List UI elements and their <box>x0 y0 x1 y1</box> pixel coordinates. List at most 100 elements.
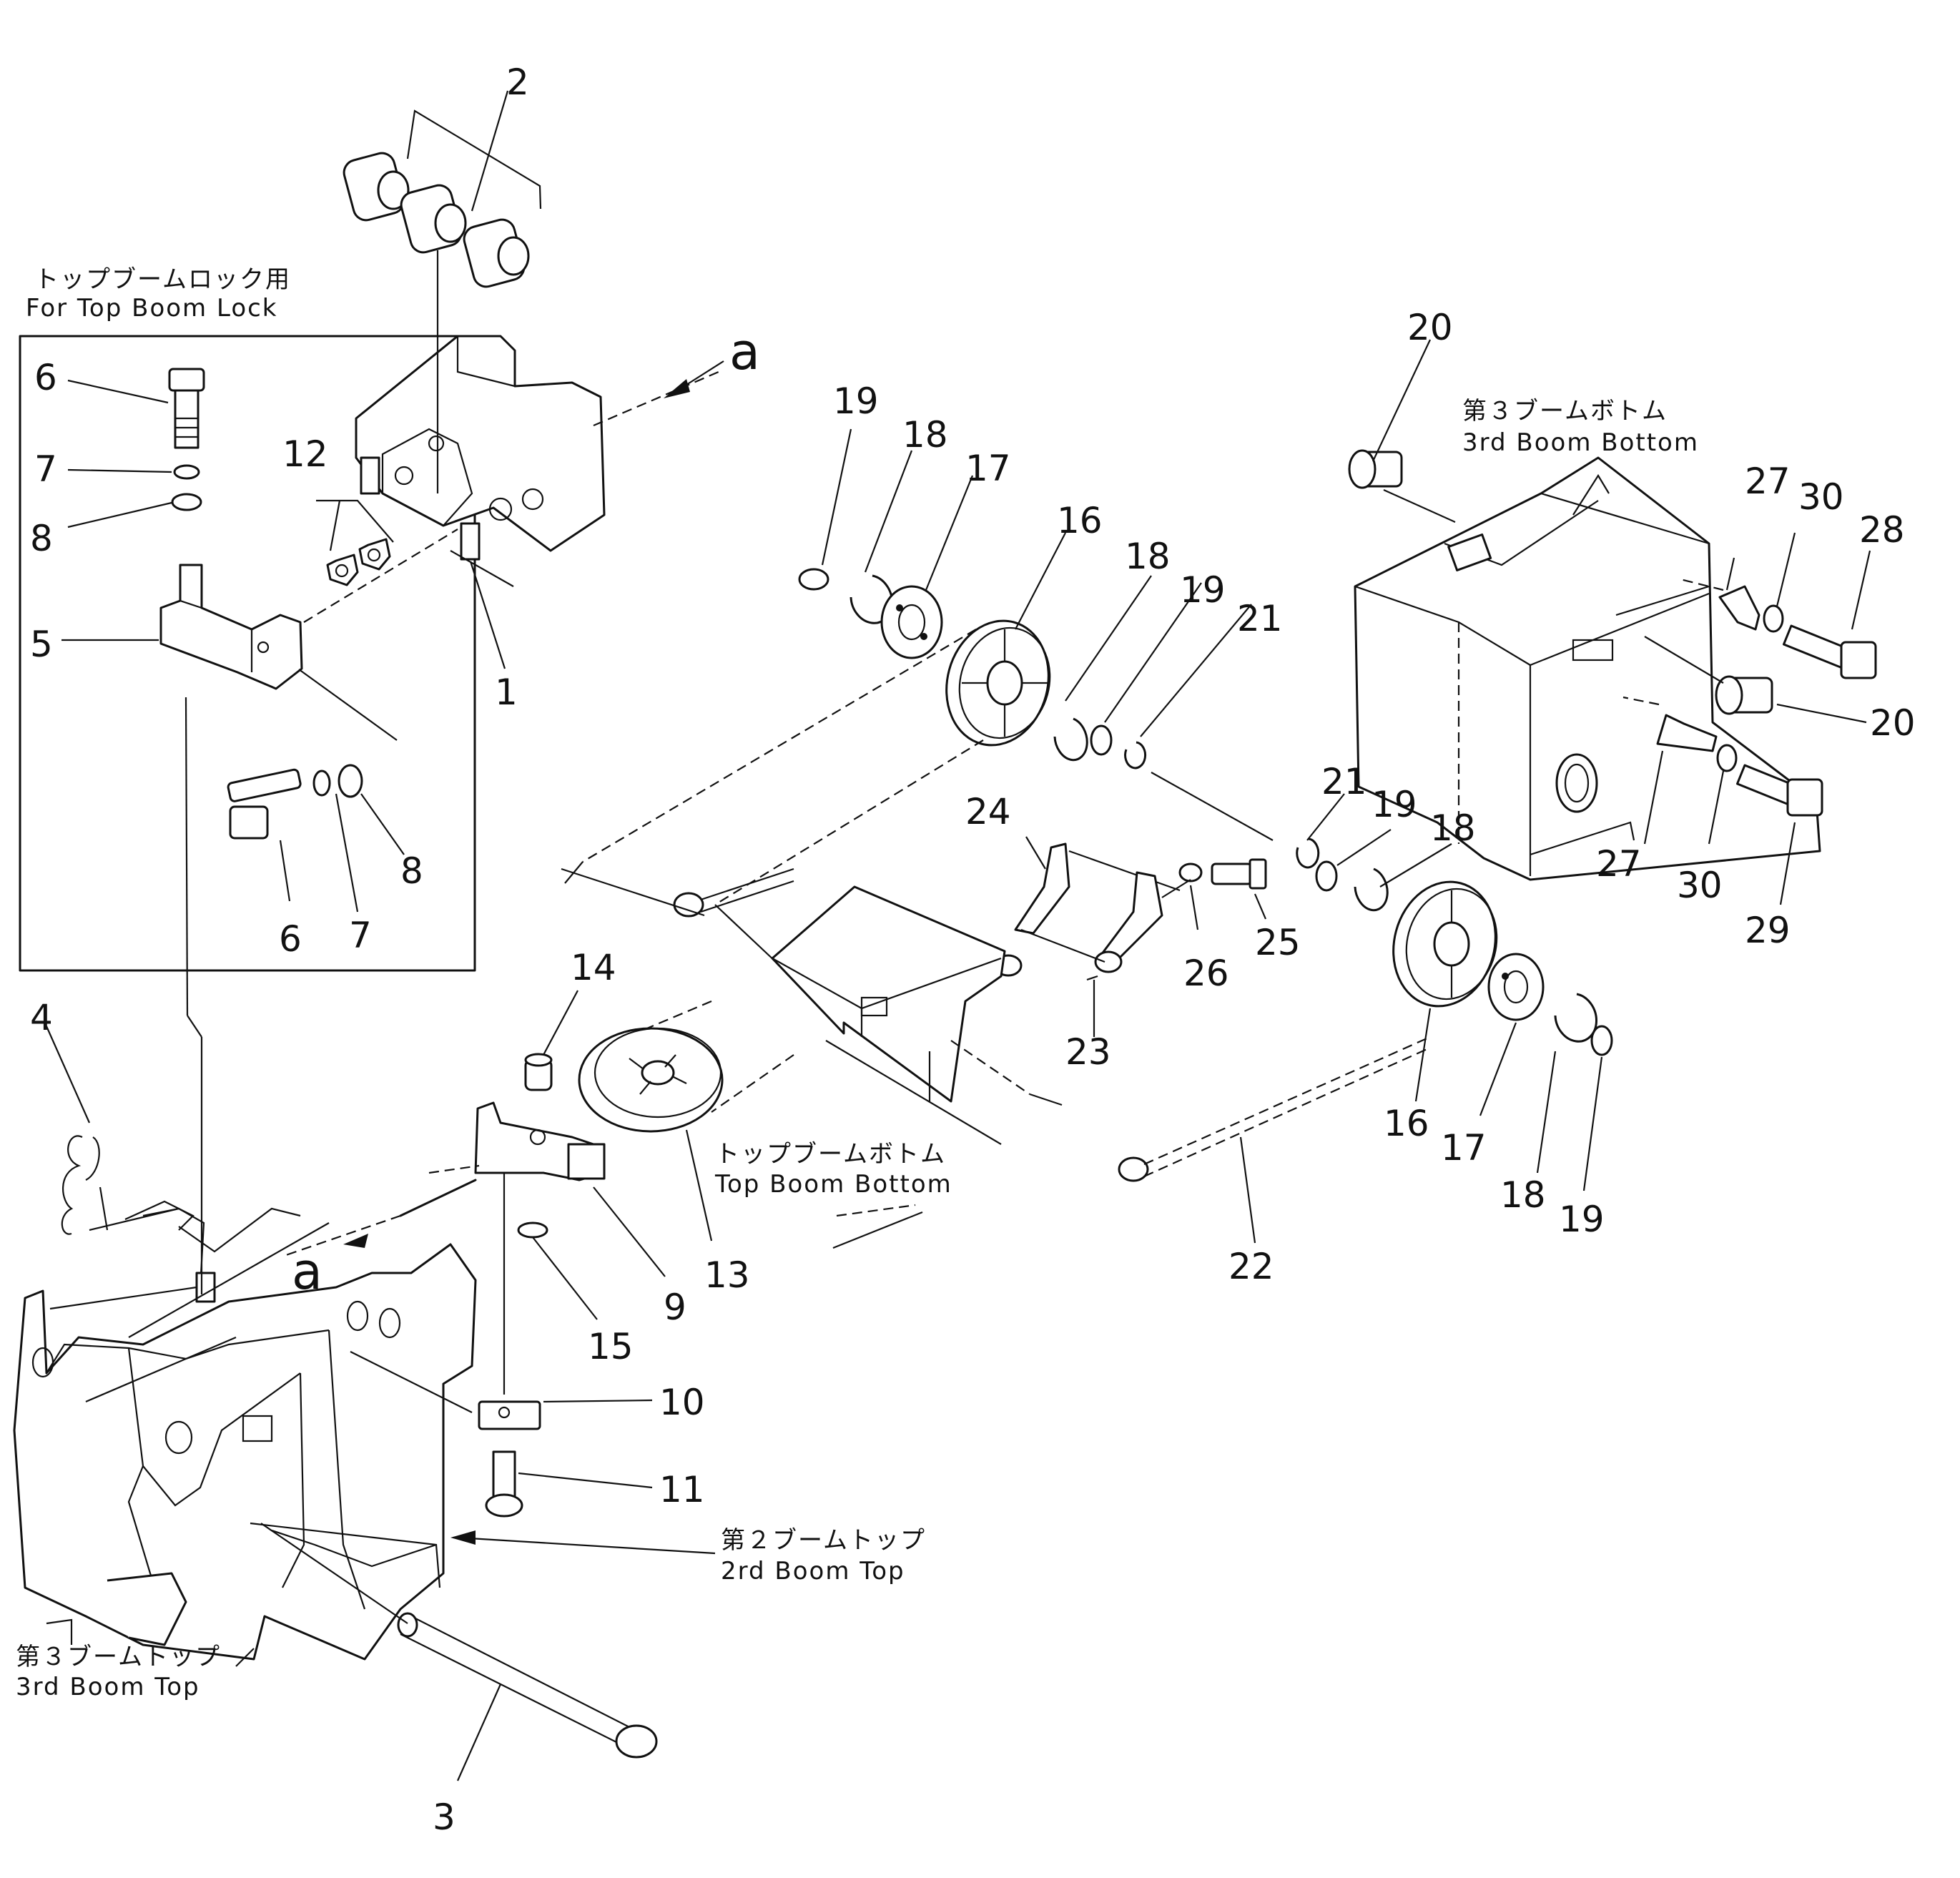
chain-upper-pair <box>564 629 984 905</box>
snap-ring-19-upper <box>798 568 829 591</box>
pin-25 <box>1161 858 1267 930</box>
callout-22: 22 <box>1228 1246 1274 1287</box>
callout-17-lower: 17 <box>1441 1127 1487 1169</box>
washer-8-upper <box>171 493 202 511</box>
callout-10: 10 <box>659 1382 705 1423</box>
callout-28: 28 <box>1859 509 1905 551</box>
boom-top-assembly <box>13 1200 477 1661</box>
top-boom-bottom-label-jp: トップブームボトム <box>715 1140 946 1169</box>
callout-20-upper: 20 <box>1407 307 1453 348</box>
callout-18-mid: 18 <box>1125 536 1171 577</box>
callout-13: 13 <box>704 1254 750 1296</box>
top-boom-lock-label-jp: トップブームロック用 <box>34 265 291 294</box>
bolt-6-lower <box>227 768 302 840</box>
bearing-17-lower <box>1479 953 1545 1116</box>
bolt-28 <box>1783 550 1877 679</box>
snap-ring-19-lower-mid <box>1315 860 1338 892</box>
callout-18-lower: 18 <box>1500 1174 1546 1216</box>
callout-21-upper: 21 <box>1237 598 1283 639</box>
callout-19-mid: 19 <box>1180 569 1226 611</box>
callout-7-lower: 7 <box>349 915 372 956</box>
callout-29: 29 <box>1745 910 1791 951</box>
detail-frame <box>19 335 476 972</box>
stopper-27-lower <box>1622 696 1718 845</box>
circlip-18-lower-mid <box>1354 867 1389 912</box>
callout-19-lower: 19 <box>1559 1199 1605 1240</box>
plate-10 <box>478 1399 653 1430</box>
washer-8-lower <box>338 764 363 798</box>
third-boom-top-label-jp: 第３ブームトップ <box>16 1643 221 1671</box>
circlip-18-lower <box>1554 993 1598 1043</box>
pin-15 <box>517 1221 598 1320</box>
circlip-21-lower <box>1296 837 1320 869</box>
callout-17-upper: 17 <box>965 448 1011 489</box>
circlip-18-mid <box>1053 717 1088 762</box>
callout-30-lower: 30 <box>1677 865 1723 906</box>
callout-15: 15 <box>588 1326 634 1367</box>
view-marker-a-lower: a <box>292 1242 322 1301</box>
washer-26 <box>1178 862 1203 883</box>
callout-21-lower: 21 <box>1321 761 1367 802</box>
snap-ring-19-lower <box>1590 1025 1613 1056</box>
pin-20-lower <box>1644 636 1867 724</box>
top-boom-lock-detail: トップブームロック用 For Top Boom Lock <box>19 265 476 972</box>
callout-8-lower: 8 <box>400 850 423 892</box>
bolt-29 <box>1736 764 1823 905</box>
chain-22 <box>673 867 1431 1244</box>
bearing-17-upper <box>880 585 943 659</box>
callout-8-upper: 8 <box>30 518 53 559</box>
callout-25: 25 <box>1255 922 1301 963</box>
cap-14 <box>524 990 578 1091</box>
callout-5: 5 <box>30 624 53 665</box>
pin-3 <box>260 1523 658 1781</box>
roller-set-2 <box>343 90 542 288</box>
callout-18-upper: 18 <box>902 414 948 456</box>
callout-6-upper: 6 <box>34 357 57 398</box>
top-boom-bottom-label-en: Top Boom Bottom <box>714 1170 952 1199</box>
callout-9: 9 <box>664 1287 686 1328</box>
spring-washer-7-upper <box>173 464 200 480</box>
callout-numbers: 2 1 12 6 7 8 5 8 7 6 4 14 13 9 15 10 11 … <box>30 62 1916 1838</box>
top-boom-lock-label-en: For Top Boom Lock <box>26 294 278 323</box>
bolt-6-upper <box>168 368 205 449</box>
third-boom-bottom-housing <box>1354 456 1821 881</box>
link-23 <box>1020 871 1163 1037</box>
second-boom-top-label-en: 2rd Boom Top <box>721 1557 905 1586</box>
third-boom-top-label-en: 3rd Boom Top <box>16 1673 200 1701</box>
snap-ring-19-mid <box>1090 724 1113 756</box>
callout-16-upper: 16 <box>1057 500 1103 541</box>
callout-19-upper: 19 <box>833 380 879 422</box>
callout-12: 12 <box>282 433 328 475</box>
circlip-21-upper <box>1124 741 1147 770</box>
view-arrow-a-lower <box>285 1214 401 1257</box>
washer-30-upper <box>1763 604 1784 633</box>
third-boom-bottom-label-jp: 第３ブームボトム <box>1462 397 1668 426</box>
callout-19-lower-mid: 19 <box>1371 784 1417 825</box>
sheave-13 <box>578 1000 794 1242</box>
lock-bracket-5 <box>159 564 303 690</box>
spring-washer-7-lower <box>312 770 331 797</box>
view-marker-a-upper: a <box>729 323 760 381</box>
callout-27-lower: 27 <box>1596 843 1642 885</box>
view-arrow-a-upper <box>593 360 724 427</box>
callout-7-upper: 7 <box>34 448 57 490</box>
bolt-11 <box>485 1450 653 1518</box>
third-boom-bottom-label-en: 3rd Boom Bottom <box>1462 428 1699 457</box>
callout-23: 23 <box>1065 1031 1111 1073</box>
callout-26: 26 <box>1183 953 1229 994</box>
sheave-16-upper <box>945 532 1066 747</box>
lock-head-1 <box>303 250 606 669</box>
callout-30-upper: 30 <box>1798 476 1844 518</box>
callout-6-lower: 6 <box>279 918 302 960</box>
callout-16-lower: 16 <box>1384 1103 1429 1144</box>
pin-20-upper <box>1348 339 1456 523</box>
callout-18-lower-mid: 18 <box>1430 807 1476 849</box>
callout-2: 2 <box>506 62 529 103</box>
callout-4: 4 <box>30 997 53 1038</box>
top-boom-bottom-housing <box>561 867 1063 1145</box>
clip-4 <box>45 1026 109 1235</box>
sheave-16-lower <box>1392 880 1498 1102</box>
nuts-12 <box>316 499 394 586</box>
lock-lever-9 <box>399 1101 666 1395</box>
